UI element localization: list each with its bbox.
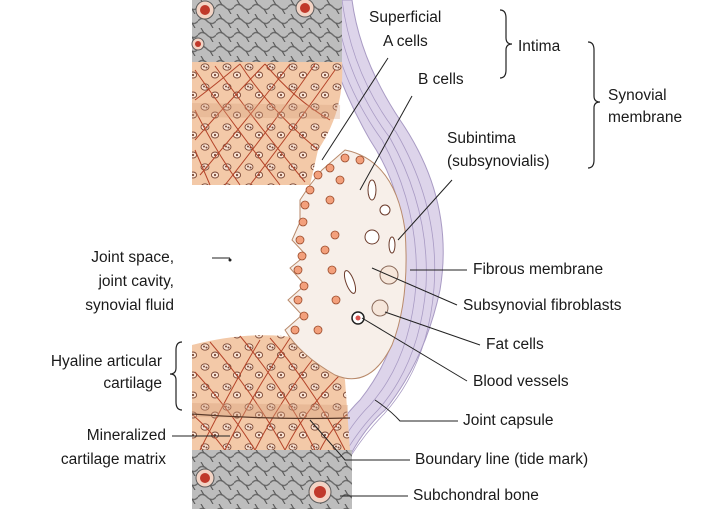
label-fat-cells: Fat cells: [486, 335, 544, 355]
label-a-cells: A cells: [383, 32, 428, 52]
label-joint-cavity: joint cavity,: [50, 272, 174, 292]
label-superficial: Superficial: [369, 8, 441, 28]
label-synovial-fluid: synovial fluid: [30, 296, 174, 316]
label-fibrous-membrane: Fibrous membrane: [473, 260, 603, 280]
label-intima: Intima: [518, 37, 560, 57]
label-subintima: Subintima: [447, 129, 516, 149]
label-cartilage: cartilage: [4, 374, 162, 394]
label-mineralized: Mineralized: [4, 426, 166, 446]
label-synovial: Synovial: [608, 86, 667, 106]
label-b-cells: B cells: [418, 70, 464, 90]
label-blood-vessels: Blood vessels: [473, 372, 569, 392]
upper-subchondral-bone: [192, 0, 342, 62]
label-joint-capsule: Joint capsule: [463, 411, 553, 431]
label-hyaline: Hyaline articular: [4, 352, 162, 372]
label-subsynovial-fibroblasts: Subsynovial fibroblasts: [463, 296, 622, 316]
label-subchondral-bone: Subchondral bone: [413, 486, 539, 506]
label-joint-space: Joint space,: [50, 248, 174, 268]
label-cartilage-matrix: cartilage matrix: [4, 450, 166, 470]
label-subsynovialis: (subsynovialis): [447, 152, 550, 172]
label-membrane: membrane: [608, 108, 682, 128]
label-boundary-line: Boundary line (tide mark): [415, 450, 588, 470]
